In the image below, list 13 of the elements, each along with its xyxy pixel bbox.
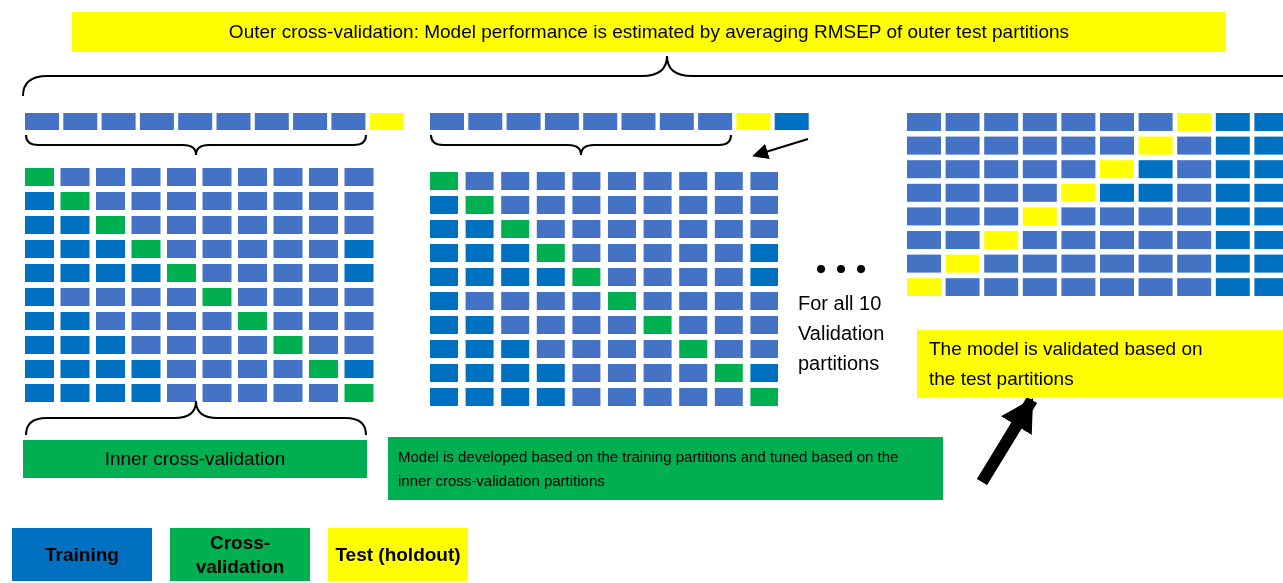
box-text: Model is developed based on the training partitions and tuned based on the inner cross-validation partitions [398,446,900,491]
box-text: Inner cross-validation [104,446,286,471]
block-arrow [976,396,1038,486]
text-box [388,437,943,500]
note-text: For all 10 Validation partitions [798,291,886,376]
legend-label: Test (holdout) [335,542,461,567]
text-box [72,12,1226,52]
legend-label: Cross-validation [194,530,286,579]
legend-label: Training [45,542,119,567]
text-box [23,440,367,478]
box-text: Outer cross-validation: Model performance is estimated by averaging RMSEP of outer test partitions [228,19,1070,44]
box-text: The model is validated based on the test partitions [929,337,1204,391]
text-box [917,330,1283,398]
